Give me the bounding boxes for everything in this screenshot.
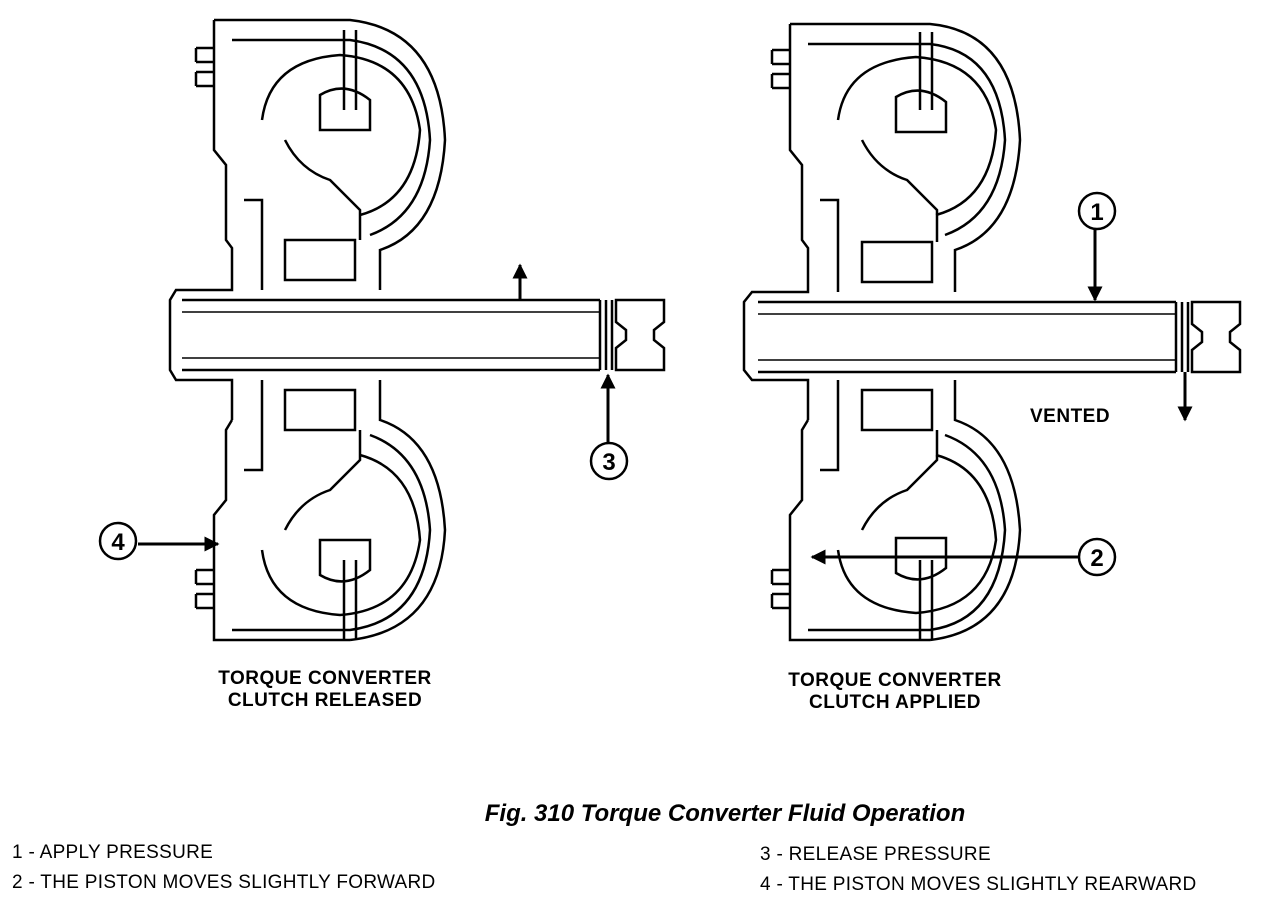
legend-item-3: 3 - RELEASE PRESSURE xyxy=(760,844,991,865)
callout-2: 2 xyxy=(1077,537,1117,577)
svg-text:1: 1 xyxy=(1090,199,1103,226)
vented-label: VENTED xyxy=(1030,406,1111,427)
released-caption-line2: CLUTCH RELEASED xyxy=(227,690,423,711)
figure-title: Fig. 310 Torque Converter Fluid Operatio… xyxy=(484,800,966,827)
callout-4: 4 xyxy=(98,521,138,561)
applied-caption-line1: TORQUE CONVERTER xyxy=(788,670,1002,691)
callout-1: 1 xyxy=(1077,191,1117,231)
applied-caption: TORQUE CONVERTER CLUTCH APPLIED xyxy=(750,670,1040,714)
released-caption: TORQUE CONVERTER CLUTCH RELEASED xyxy=(180,668,470,712)
callout-3: 3 xyxy=(589,441,629,481)
applied-caption-line2: CLUTCH APPLIED xyxy=(808,692,982,713)
legend-item-4: 4 - THE PISTON MOVES SLIGHTLY REARWARD xyxy=(760,874,1197,895)
legend-left: 1 - APPLY PRESSURE 2 - THE PISTON MOVES … xyxy=(12,838,436,898)
converter-released-drawing xyxy=(168,18,666,642)
svg-text:3: 3 xyxy=(602,449,615,476)
svg-text:2: 2 xyxy=(1090,545,1103,572)
released-caption-line1: TORQUE CONVERTER xyxy=(218,668,432,689)
legend-item-2: 2 - THE PISTON MOVES SLIGHTLY FORWARD xyxy=(12,872,436,893)
svg-text:4: 4 xyxy=(111,529,125,556)
legend-item-1: 1 - APPLY PRESSURE xyxy=(12,842,214,863)
converter-applied-drawing xyxy=(742,22,1242,642)
legend-right: 3 - RELEASE PRESSURE 4 - THE PISTON MOVE… xyxy=(760,840,1197,900)
